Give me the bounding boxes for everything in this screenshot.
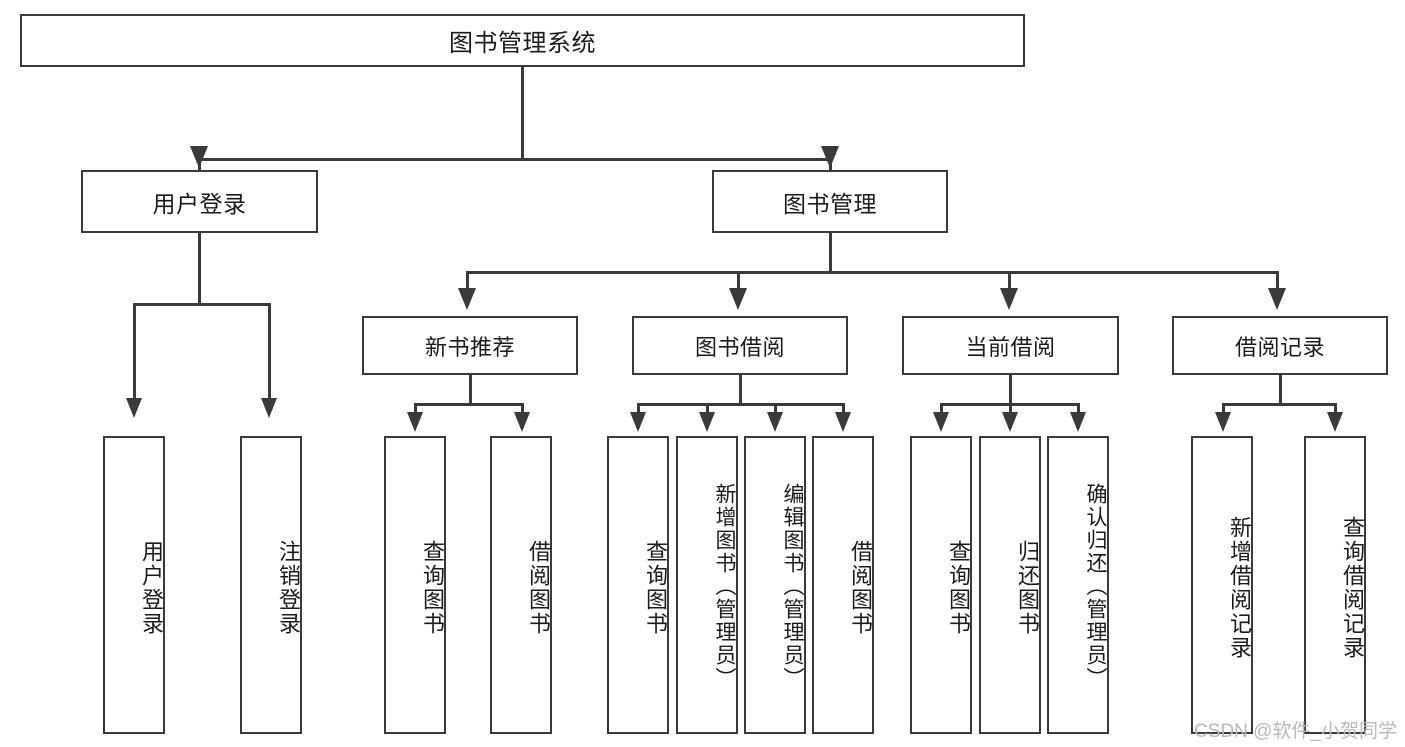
arrow-head-icon	[630, 412, 646, 432]
node-label: 查询图书	[946, 540, 971, 636]
connector-currentborrow-drop-1	[940, 403, 943, 415]
leaf-node-borrow-book[interactable]: 借阅图书	[812, 436, 874, 734]
leaf-node-query-book-borrow[interactable]: 查询图书	[607, 436, 669, 734]
connector-bookmgmt-stem	[829, 233, 832, 273]
connector-userlogin-bar	[133, 303, 270, 306]
node-book-management[interactable]: 图书管理	[712, 170, 948, 233]
arrow-head-icon	[835, 412, 851, 432]
arrow-head-icon	[458, 288, 476, 310]
arrow-head-icon	[821, 146, 839, 168]
watermark-text: CSDN @软件_小贺同学	[1194, 721, 1397, 742]
connector-bookmgmt-drop-1	[466, 271, 469, 303]
arrow-head-icon	[190, 146, 208, 168]
leaf-node-return-book[interactable]: 归还图书	[979, 436, 1041, 734]
connector-root-stem	[521, 67, 524, 160]
arrow-head-icon	[1215, 412, 1231, 432]
connector-userlogin-drop-1	[133, 303, 136, 405]
leaf-node-add-borrow-record[interactable]: 新增借阅记录	[1191, 436, 1253, 734]
arrow-head-icon	[699, 412, 715, 432]
arrow-head-icon	[1327, 412, 1343, 432]
connector-recommend-drop-2	[521, 403, 524, 415]
connector-bookborrow-drop-3	[774, 403, 777, 415]
node-borrow-record[interactable]: 借阅记录	[1172, 316, 1388, 375]
node-label: 借阅记录	[1234, 334, 1325, 360]
leaf-node-borrow-book-recommend[interactable]: 借阅图书	[490, 436, 552, 734]
node-label: 确认归还（管理员）	[1084, 483, 1107, 690]
connector-bookmgmt-bar	[466, 271, 1279, 274]
connector-bookborrow-drop-2	[706, 403, 709, 415]
arrow-head-icon	[933, 412, 949, 432]
arrow-head-icon	[729, 288, 747, 310]
connector-bookborrow-drop-1	[637, 403, 640, 415]
node-user-login[interactable]: 用户登录	[81, 170, 318, 233]
node-label: 用户登录	[152, 190, 247, 217]
leaf-node-add-book[interactable]: 新增图书（管理员）	[676, 436, 738, 734]
leaf-node-edit-book[interactable]: 编辑图书（管理员）	[744, 436, 806, 734]
node-label: 用户登录	[139, 540, 164, 636]
connector-bookborrow-stem	[739, 375, 742, 405]
node-label: 新书推荐	[424, 334, 515, 360]
node-label: 借阅图书	[848, 540, 873, 636]
node-label: 查询图书	[643, 540, 668, 636]
node-book-borrow[interactable]: 图书借阅	[632, 316, 848, 375]
node-label: 注销登录	[276, 540, 301, 636]
connector-root-bar	[198, 158, 832, 161]
arrow-head-icon	[126, 398, 142, 418]
leaf-node-query-borrow-record[interactable]: 查询借阅记录	[1304, 436, 1366, 734]
leaf-node-confirm-return[interactable]: 确认归还（管理员）	[1047, 436, 1109, 734]
arrow-head-icon	[1268, 288, 1286, 310]
arrow-head-icon	[407, 412, 423, 432]
connector-recommend-drop-1	[414, 403, 417, 415]
connector-recommend-stem	[469, 375, 472, 405]
connector-bookmgmt-drop-2	[737, 271, 740, 303]
arrow-head-icon	[514, 412, 530, 432]
connector-currentborrow-drop-3	[1077, 403, 1080, 415]
leaf-node-query-book-recommend[interactable]: 查询图书	[384, 436, 446, 734]
arrow-head-icon	[1002, 412, 1018, 432]
connector-currentborrow-drop-2	[1009, 403, 1012, 415]
arrow-head-icon	[767, 412, 783, 432]
leaf-node-user-login[interactable]: 用户登录	[103, 436, 165, 734]
leaf-node-query-book-current[interactable]: 查询图书	[910, 436, 972, 734]
node-label: 归还图书	[1015, 540, 1040, 636]
node-label: 查询借阅记录	[1340, 516, 1365, 660]
connector-bookmgmt-drop-3	[1008, 271, 1011, 303]
connector-userlogin-drop-2	[268, 303, 271, 405]
node-label: 新增借阅记录	[1227, 516, 1252, 660]
node-label: 图书借阅	[694, 334, 785, 360]
node-label: 借阅图书	[526, 540, 551, 636]
node-label: 当前借阅	[965, 334, 1056, 360]
node-book-management-system[interactable]: 图书管理系统	[20, 14, 1025, 67]
connector-userlogin-stem	[198, 233, 201, 305]
arrow-head-icon	[1070, 412, 1086, 432]
arrow-head-icon	[261, 398, 277, 418]
connector-borrowrecord-bar	[1222, 403, 1337, 406]
connector-bookmgmt-drop-4	[1276, 271, 1279, 303]
arrow-head-icon	[1000, 288, 1018, 310]
node-current-borrow[interactable]: 当前借阅	[902, 316, 1119, 375]
connector-bookborrow-bar	[637, 403, 845, 406]
connector-bookborrow-drop-4	[842, 403, 845, 415]
node-label: 编辑图书（管理员）	[781, 483, 804, 690]
connector-currentborrow-stem	[1009, 375, 1012, 405]
connector-borrowrecord-stem	[1279, 375, 1282, 405]
node-label: 查询图书	[420, 540, 445, 636]
node-label: 图书管理	[783, 190, 877, 217]
node-label: 图书管理系统	[449, 30, 596, 57]
connector-borrowrecord-drop-1	[1222, 403, 1225, 415]
connector-borrowrecord-drop-2	[1334, 403, 1337, 415]
node-new-book-recommend[interactable]: 新书推荐	[362, 316, 578, 375]
node-label: 新增图书（管理员）	[713, 483, 736, 690]
leaf-node-logout-login[interactable]: 注销登录	[240, 436, 302, 734]
connector-recommend-bar	[414, 403, 524, 406]
